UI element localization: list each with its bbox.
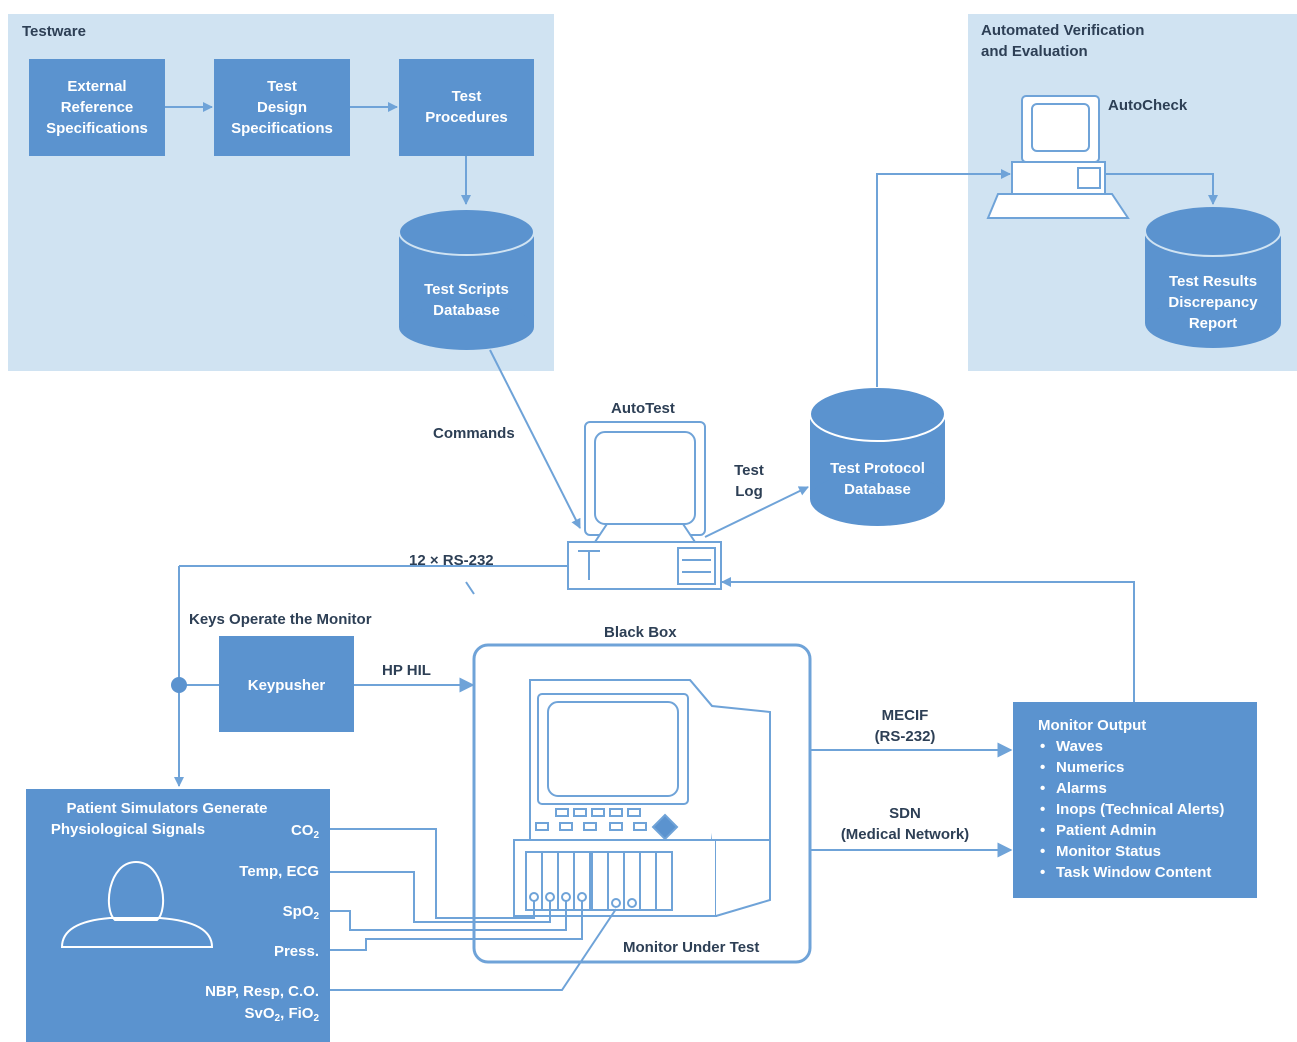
monitor-output-list: Waves Numerics Alarms Inops (Technical A… — [1038, 736, 1224, 883]
nbp-resp-label: NBP, Resp, C.O. — [205, 983, 319, 1000]
temp-ecg-label: Temp, ECG — [239, 863, 319, 880]
list-item: Task Window Content — [1038, 862, 1224, 883]
keypusher-box — [219, 636, 354, 732]
svo2-fio2-label: SvO2, FiO2 — [244, 1005, 319, 1024]
list-item: Numerics — [1038, 757, 1224, 778]
keys-operate-label: Keys Operate the Monitor — [189, 611, 372, 628]
mecif-label: MECIF(RS-232) — [874, 707, 936, 745]
testware-title: Testware — [22, 23, 86, 40]
co2-label: CO2 — [290, 822, 319, 841]
monitor-under-test-icon — [513, 679, 771, 917]
list-item: Monitor Status — [1038, 841, 1224, 862]
list-item: Alarms — [1038, 778, 1224, 799]
list-item: Inops (Technical Alerts) — [1038, 799, 1224, 820]
monitor-under-test-label: Monitor Under Test — [623, 939, 760, 956]
autotest-computer-icon — [567, 421, 722, 590]
test-procedures-box — [399, 59, 534, 156]
commands-label: Commands — [433, 425, 515, 442]
rs232-label: 12 × RS-232 — [409, 552, 494, 569]
autocheck-label: AutoCheck — [1108, 97, 1188, 114]
press-label: Press. — [273, 943, 319, 960]
monitor-output-content: Monitor Output Waves Numerics Alarms Ino… — [1038, 715, 1224, 883]
autotest-label: AutoTest — [611, 400, 675, 417]
autocheck-computer-icon — [986, 95, 1130, 219]
test-results-database — [1144, 205, 1282, 348]
junction-dot — [171, 677, 187, 693]
test-design-box — [214, 59, 350, 156]
person-icon — [60, 860, 214, 948]
external-reference-box — [29, 59, 165, 156]
spo2-label: SpO2 — [282, 903, 319, 922]
list-item: Waves — [1038, 736, 1224, 757]
black-box-label: Black Box — [604, 624, 677, 641]
test-scripts-database — [398, 208, 535, 350]
test-protocol-database — [809, 386, 946, 526]
patient-simulators-box — [26, 789, 330, 1042]
hp-hil-label: HP HIL — [382, 662, 431, 679]
list-item: Patient Admin — [1038, 820, 1224, 841]
sdn-label: SDN(Medical Network) — [840, 805, 970, 843]
monitor-output-title: Monitor Output — [1038, 717, 1147, 734]
patient-simulators-title: Patient Simulators Generate Physiologica… — [50, 800, 268, 838]
keypusher-label: Keypusher — [247, 677, 326, 694]
